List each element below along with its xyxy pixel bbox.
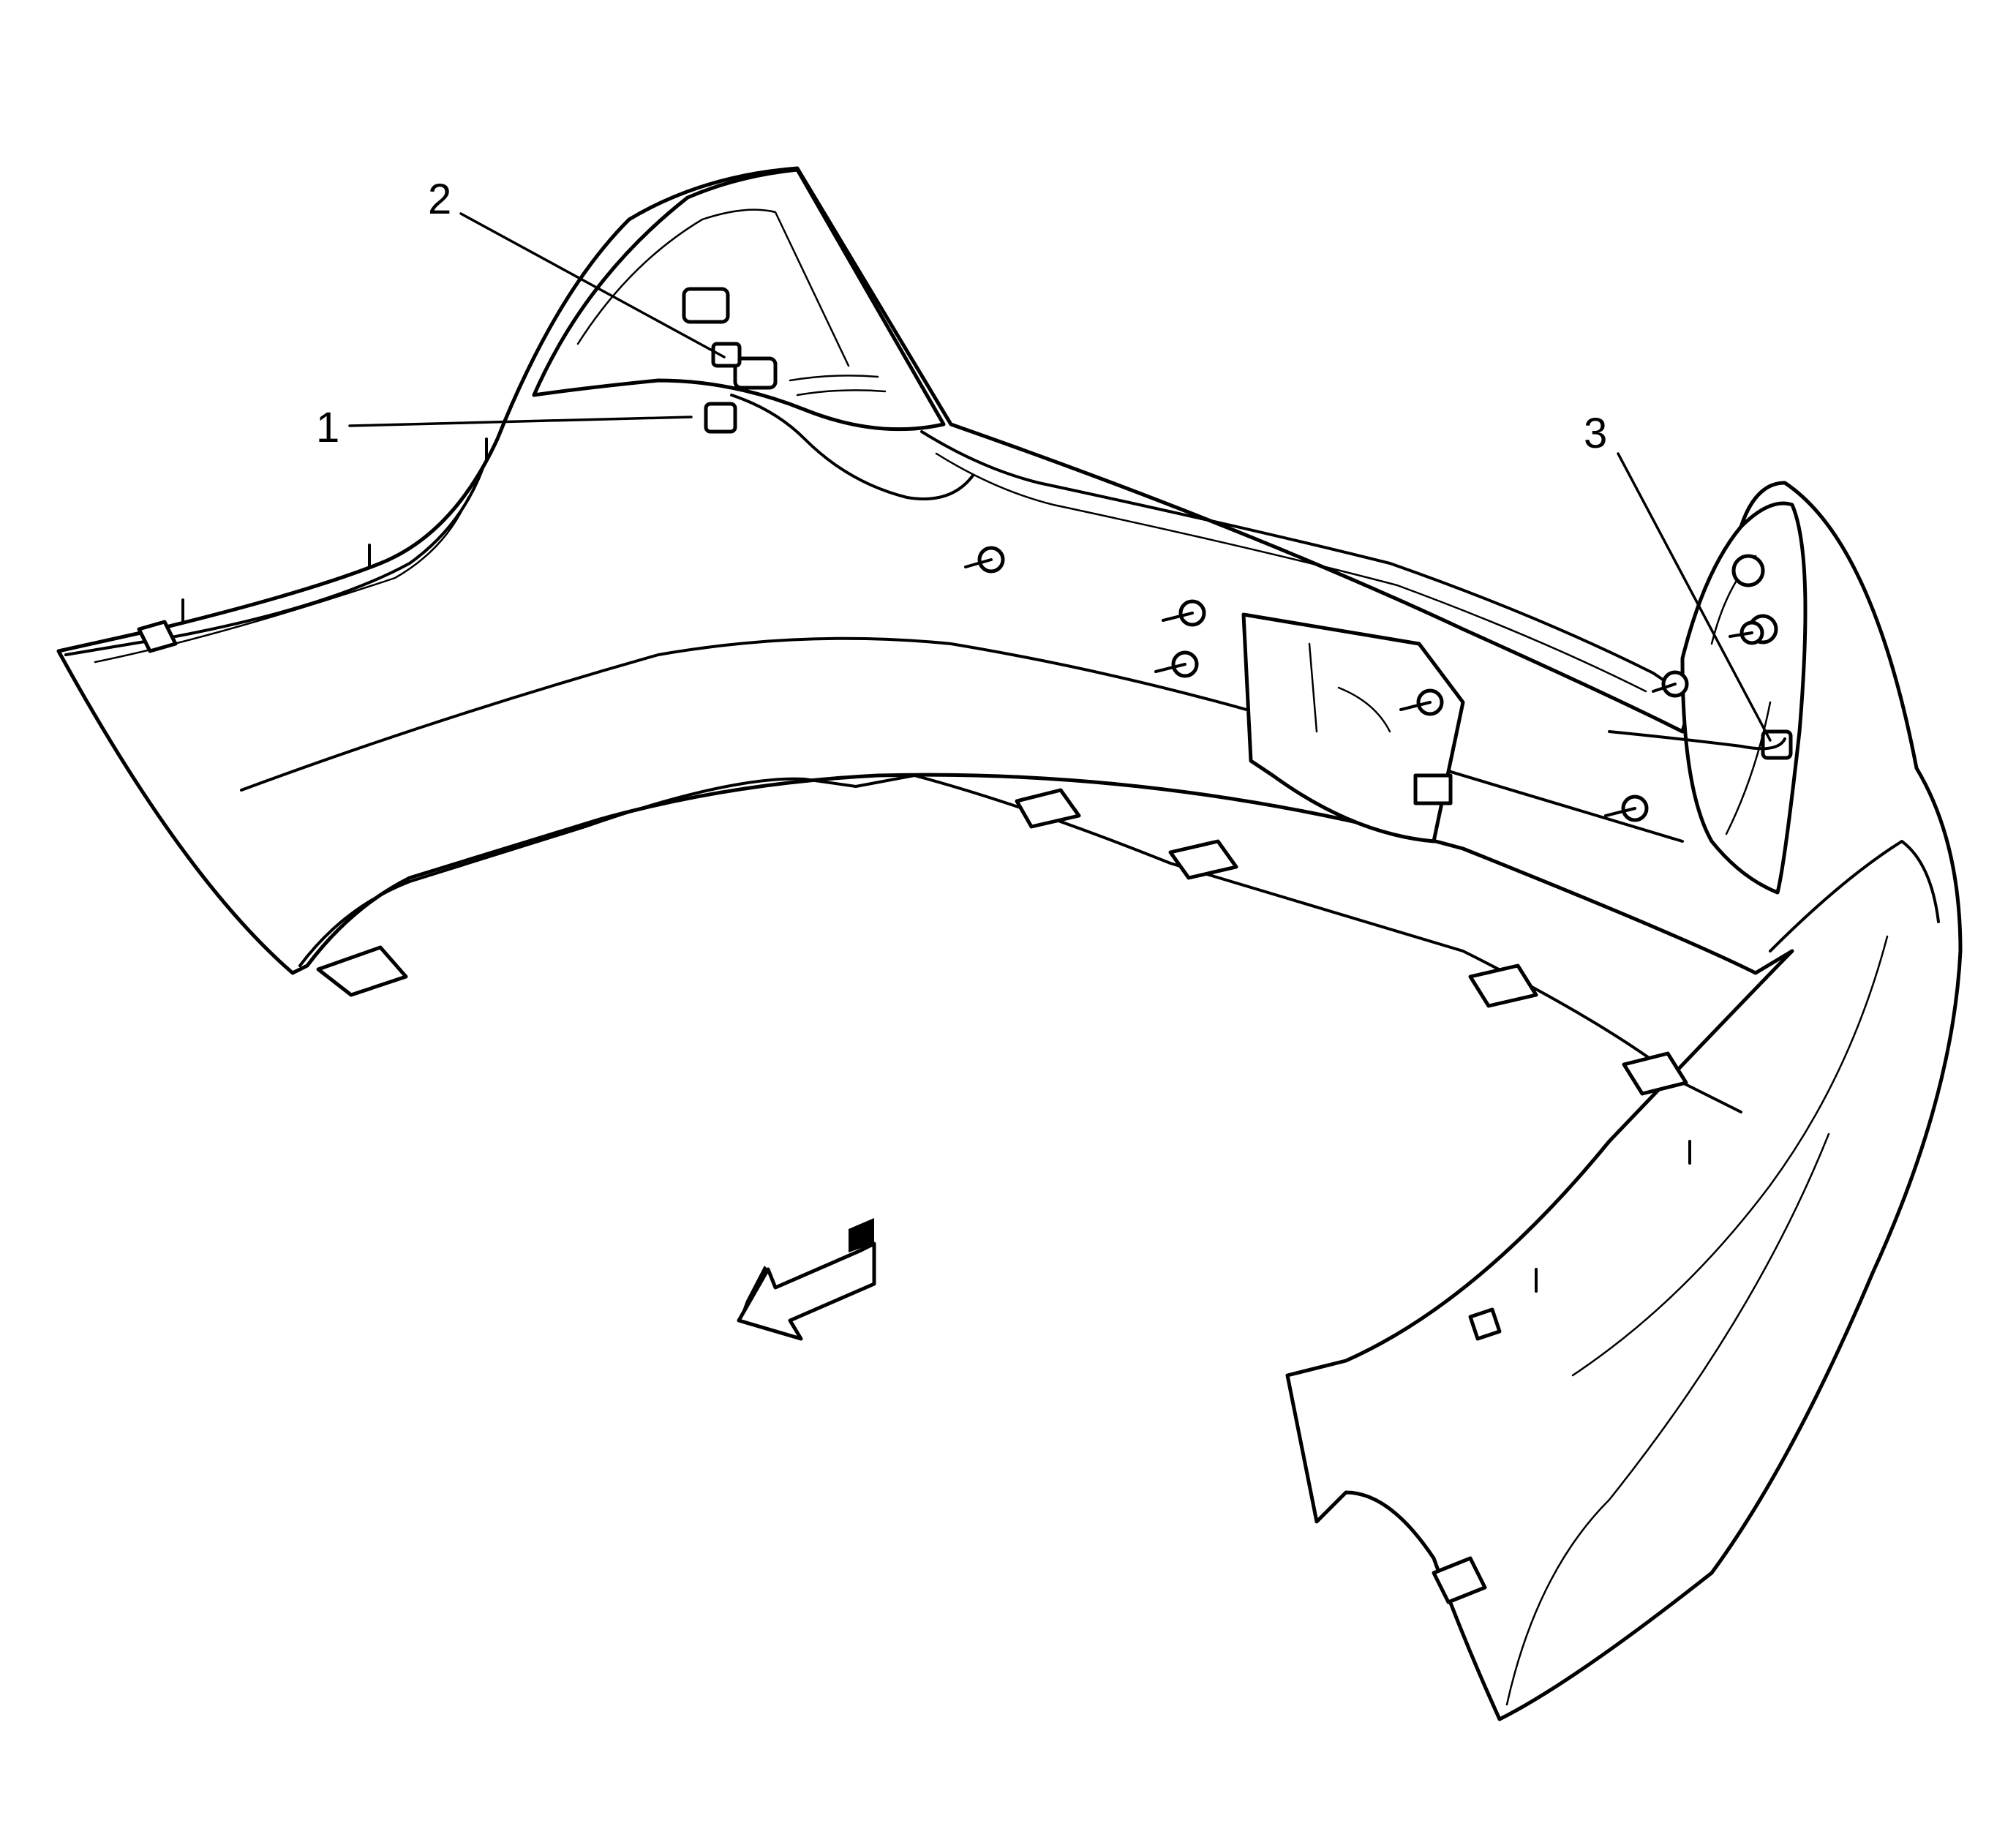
top-rail [920, 430, 1728, 733]
lower-tab-4 [1468, 963, 1538, 1008]
lower-tab-5 [1622, 1051, 1688, 1096]
connector-2 [711, 342, 742, 368]
callout-leaders [348, 212, 1772, 742]
right-wing-edge-line [1505, 1132, 1830, 1706]
connector-1 [704, 402, 737, 434]
fascia-inner-ridge [240, 636, 1684, 843]
callout-1: 1 [316, 404, 339, 451]
arrow-body [737, 1241, 876, 1341]
mounting-hardware [137, 437, 1764, 1604]
stud-3 [1154, 650, 1199, 678]
harness-corrugation [789, 375, 887, 397]
license-pocket [1241, 612, 1465, 844]
leader-1 [348, 416, 693, 427]
arrow-shade-head [739, 1266, 768, 1320]
leader-3 [1617, 452, 1772, 742]
license-pocket-detail [1308, 642, 1391, 733]
stud-5 [1604, 794, 1649, 822]
right-lamp-housing [1680, 501, 1808, 895]
license-pocket-panel [1241, 612, 1465, 844]
side-tab-left [137, 620, 178, 653]
lamp-stud-a [1731, 554, 1765, 587]
right-wing-crease [1769, 840, 1940, 953]
callout-2: 2 [428, 176, 451, 223]
lamp-socket-a [682, 287, 730, 324]
stud-1 [964, 546, 1005, 574]
stud-7 [1729, 620, 1764, 645]
fascia-upper-outline [56, 166, 1963, 1721]
right-lamp-pocket [1608, 501, 1808, 895]
wing-tab-lower-right [1432, 1556, 1487, 1604]
callout-3: 3 [1584, 410, 1607, 457]
left-lamp-housing [532, 168, 946, 432]
license-tab [1413, 773, 1453, 805]
side-tab-right [1468, 1307, 1502, 1341]
stud-6 [1652, 670, 1689, 698]
top-rail-inner [935, 452, 1647, 693]
lower-tab-3 [1168, 839, 1238, 880]
left-wiring-harness [730, 394, 974, 500]
lamp-socket-b [733, 356, 778, 390]
lower-tab-1 [316, 945, 408, 997]
callout-labels: 1 2 3 [316, 176, 1607, 457]
front-direction-arrow-icon [737, 1218, 876, 1341]
lower-tab-2 [1015, 788, 1081, 829]
stud-2 [1162, 599, 1206, 627]
right-wiring-harness [1608, 730, 1786, 751]
fascia-lower-edge [298, 774, 1742, 1113]
left-lamp-inner [576, 208, 850, 367]
right-wing-lower-crease [1571, 935, 1889, 1377]
leader-2 [459, 212, 726, 358]
stud-4 [1399, 688, 1444, 716]
bumper-fascia [56, 166, 1963, 1721]
arrow-shade-top [849, 1218, 874, 1252]
left-lamp-pocket [532, 168, 974, 500]
